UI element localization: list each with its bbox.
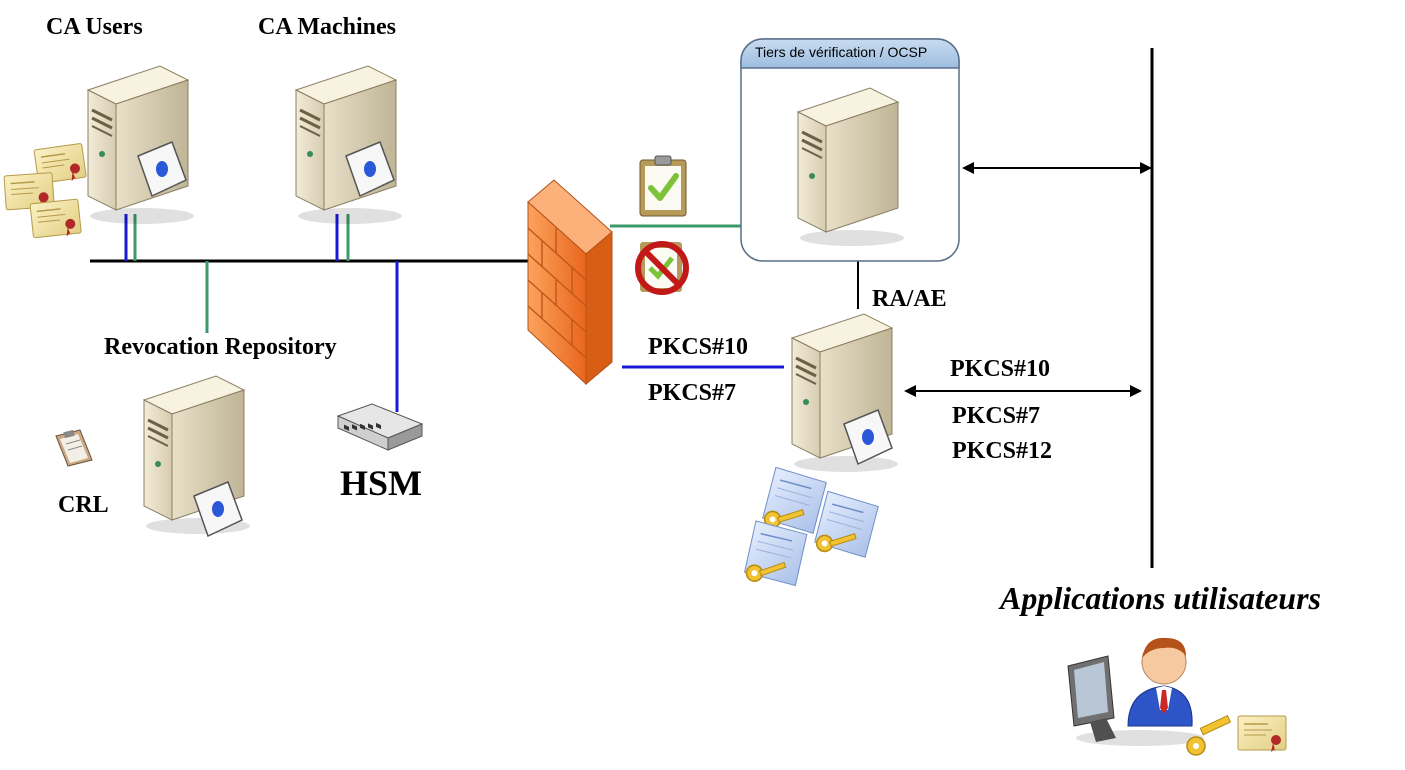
crl-server-icon [142, 374, 252, 537]
ca-users-label: CA Users [46, 14, 143, 40]
network-switch-icon [336, 403, 424, 451]
ra-ae-label: RA/AE [872, 286, 947, 312]
ra-ae-server-icon [790, 312, 900, 474]
applications-users-label: Applications utilisateurs [1000, 580, 1321, 616]
clipboard-check-icon [639, 155, 687, 217]
user-computer-icon [1067, 637, 1204, 746]
pkcs7-left-label: PKCS#7 [648, 380, 737, 406]
pkcs12-right-label: PKCS#12 [952, 438, 1053, 464]
ca-machines-server-icon [294, 64, 404, 226]
key-icon [1186, 715, 1232, 756]
firewall-icon [527, 179, 613, 386]
hsm-label: HSM [340, 463, 423, 503]
arrow-ra-apps [904, 385, 1142, 397]
ocsp-box-title: Tiers de vérification / OCSP [755, 44, 928, 60]
certificate-icon [3, 142, 88, 242]
arrow-ocsp-apps [962, 162, 1152, 174]
pkcs10-right-label: PKCS#10 [950, 356, 1051, 382]
ca-machines-label: CA Machines [258, 14, 396, 40]
key-certificate-icon [742, 465, 881, 587]
ca-users-server-icon [86, 64, 196, 226]
certificate-icon [1237, 715, 1287, 754]
crl-label: CRL [58, 492, 109, 518]
pkcs10-left-label: PKCS#10 [648, 334, 749, 360]
clipboard-icon [55, 429, 93, 467]
clipboard-forbidden-icon [635, 241, 689, 295]
pkcs7-right-label: PKCS#7 [952, 403, 1041, 429]
revocation-repository-label: Revocation Repository [104, 334, 337, 360]
